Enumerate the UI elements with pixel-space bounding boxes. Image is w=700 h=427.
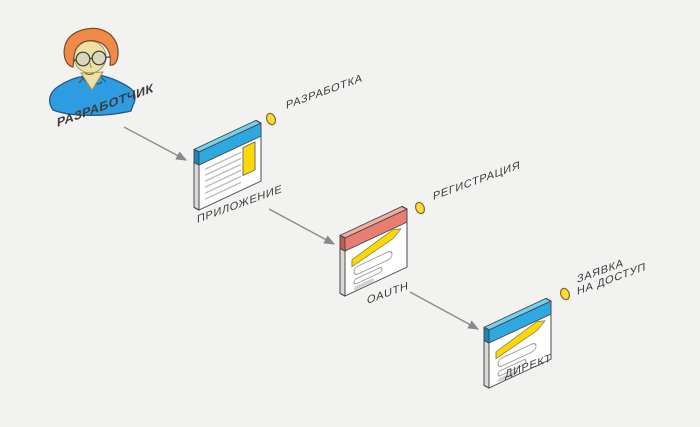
avatar-glasses-icon (72, 50, 111, 67)
window-direct (483, 297, 552, 389)
avatar-hair (63, 27, 119, 68)
milestone-dot-app (265, 112, 277, 126)
milestone-dot-direct (559, 287, 571, 301)
avatar-mouth (84, 72, 95, 76)
arrow-app-to-oauth (268, 208, 336, 245)
arrow-developer-to-app (123, 126, 188, 161)
developer-avatar (48, 27, 136, 117)
avatar-shirt (48, 74, 136, 117)
milestone-dot-oauth (414, 201, 426, 215)
arrow-oauth-to-direct (409, 291, 480, 330)
window-app (193, 119, 262, 211)
window-oauth (339, 205, 408, 297)
avatar-nose (89, 62, 93, 69)
